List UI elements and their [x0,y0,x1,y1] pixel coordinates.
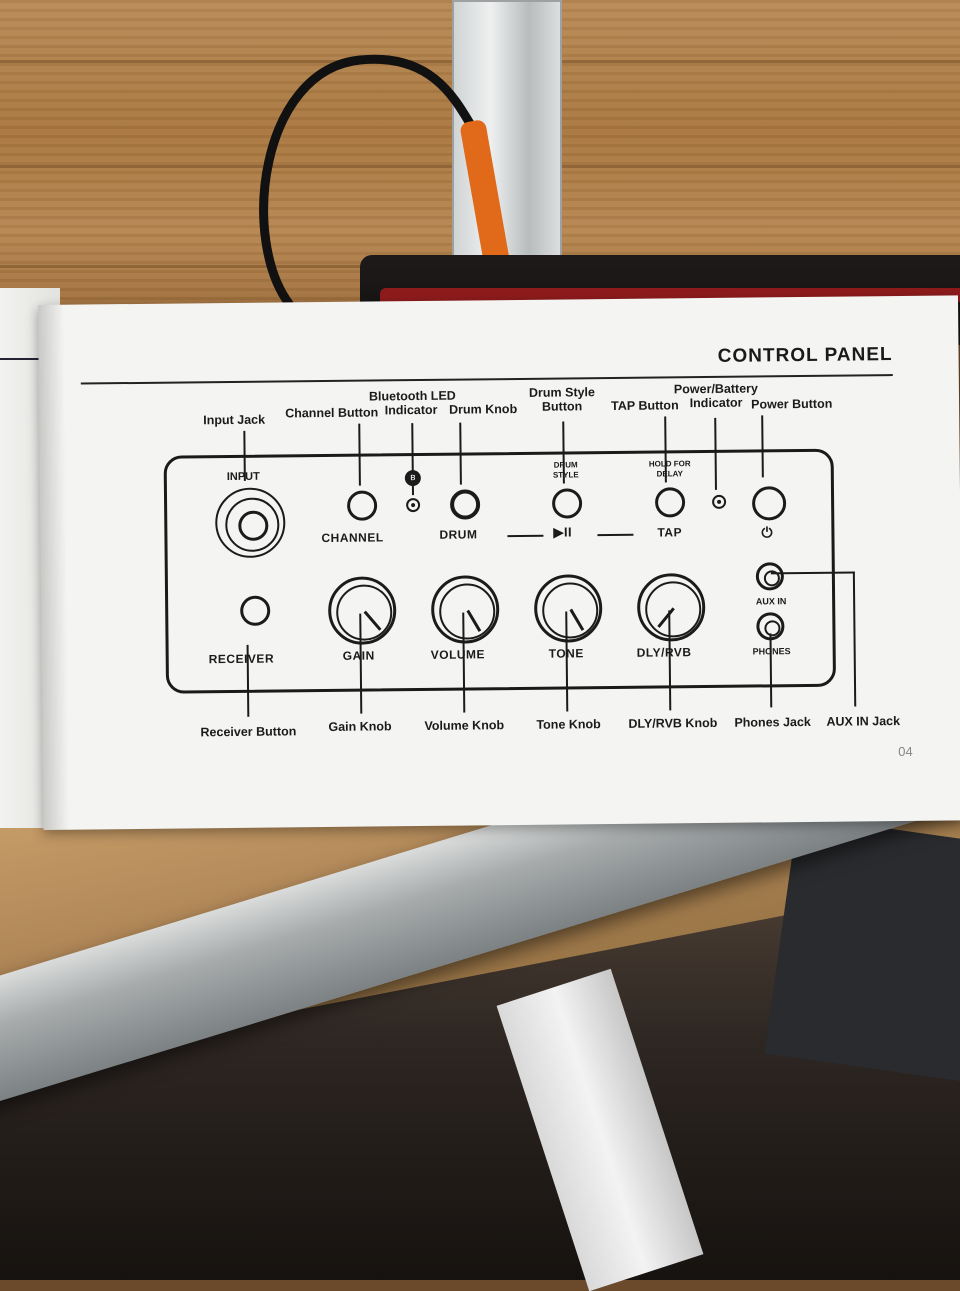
callout-receiver-button: Receiver Button [200,724,297,740]
callout-input-jack: Input Jack [203,412,266,428]
bluetooth-led-graphic [406,498,421,513]
callout-drum-style-line1: Drum Style [528,385,596,400]
left-page-rule [0,358,40,360]
panel-label-volume: VOLUME [430,647,486,662]
panel-label-tap: TAP [657,525,683,540]
panel-label-dly-rvb: DLY/RVB [636,645,692,660]
callout-volume-knob: Volume Knob [424,718,505,733]
power-button-graphic [751,486,787,521]
panel-label-receiver: RECEIVER [208,651,275,667]
panel-label-input: INPUT [226,470,260,484]
callout-bluetooth-led: Bluetooth LED Indicator [368,388,456,418]
panel-label-drum-style-line1: DRUM [553,460,578,470]
callout-dly-rvb-knob: DLY/RVB Knob [628,715,718,731]
callout-power-battery-line2: Indicator [689,395,743,411]
drum-line-right [597,533,634,537]
drum-knob-graphic [449,489,481,520]
dly-rvb-knob-pointer [657,607,675,628]
input-jack-graphic [214,487,286,559]
callout-drum-style: Drum Style Button [527,385,597,414]
tap-button-graphic [654,487,686,518]
title-rule [80,374,893,385]
panel-label-hold-line1: HOLD FOR [648,459,691,469]
callout-tone-knob: Tone Knob [536,717,601,732]
volume-knob-graphic [430,575,500,644]
channel-button-graphic [346,490,378,521]
aux-in-jack-graphic [755,562,785,591]
control-panel-diagram: INPUT CHANNEL ʙ DRUM ▶II DRUM STYLE HOLD… [163,448,837,694]
gain-knob-pointer [363,610,382,631]
tone-knob-pointer [569,608,585,631]
page-gutter-shadow [38,304,70,830]
manual-page: CONTROL PANEL Input Jack Channel Button … [38,295,960,830]
panel-label-hold-line2: DELAY [656,469,684,479]
power-battery-led-graphic [712,494,727,509]
panel-label-aux-in: AUX IN [755,596,787,607]
callout-power-battery: Power/Battery Indicator [671,381,761,410]
callout-tap-button: TAP Button [611,398,679,414]
callout-aux-in-jack: AUX IN Jack [826,713,901,729]
page-title: CONTROL PANEL [717,344,893,367]
callout-bluetooth-led-line2: Indicator [384,402,438,418]
panel-label-play-pause: ▶II [553,524,573,540]
callout-drum-knob: Drum Knob [449,401,518,417]
drum-style-button-graphic [551,488,583,519]
tone-knob-graphic [533,574,603,643]
instrument-cable [259,54,510,308]
bluetooth-icon: ʙ [404,470,421,487]
callout-power-battery-line1: Power/Battery [673,381,759,397]
panel-label-drum-style: DRUM STYLE [543,460,589,480]
volume-knob-pointer [466,609,482,632]
callout-channel-button: Channel Button [285,405,379,421]
panel-label-drum: DRUM [439,527,478,542]
panel-label-hold-for-delay: HOLD FOR DELAY [643,459,697,480]
drum-line-left [507,534,544,538]
power-symbol: ⏻ [761,524,774,541]
callout-bluetooth-led-line1: Bluetooth LED [368,388,456,404]
callout-drum-style-line2: Button [541,399,583,414]
page-number: 04 [898,743,913,760]
callout-phones-jack: Phones Jack [734,714,811,730]
dly-rvb-knob-graphic [636,573,706,642]
callout-power-button: Power Button [751,396,833,412]
panel-label-drum-style-line2: STYLE [552,470,579,480]
callout-gain-knob: Gain Knob [328,719,392,734]
receiver-button-graphic [240,595,271,626]
gain-knob-graphic [327,576,397,645]
panel-label-channel: CHANNEL [321,530,384,546]
leader-aux-in-jack [852,571,857,707]
